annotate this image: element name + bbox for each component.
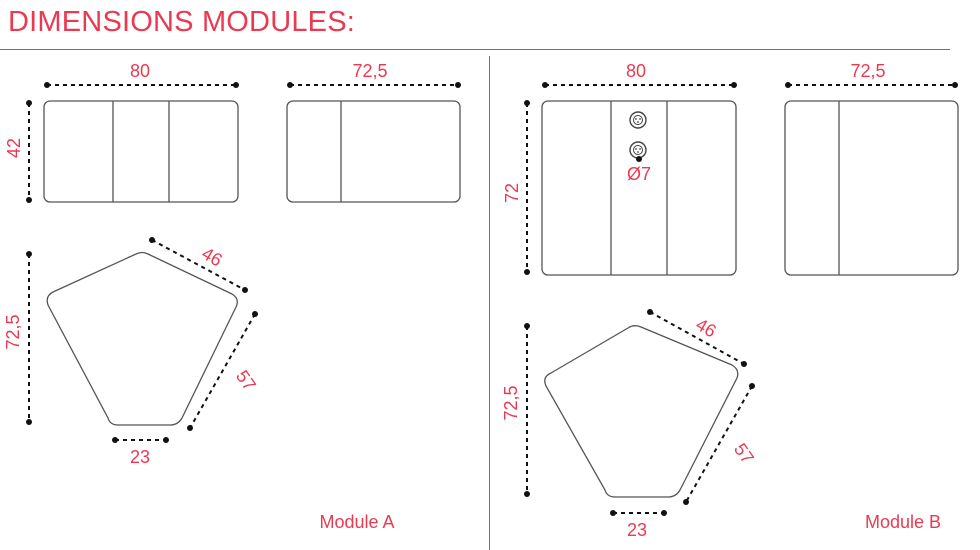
- module-b-front-view: [541, 100, 737, 276]
- module-b-pentagon-top-side-label: 46: [692, 314, 719, 341]
- module-b-pentagon-bottom-label: 23: [627, 520, 647, 540]
- module-a-front-outline: [43, 100, 239, 203]
- module-b-label: Module B: [865, 512, 941, 532]
- module-b-pentagon-height-label: 72,5: [501, 385, 521, 420]
- module-b-pentagon-right-side-dimension: 57: [683, 383, 758, 505]
- module-b-side-outline: [784, 100, 959, 276]
- title-underline: [0, 49, 950, 50]
- module-b-height-dimension: 72: [502, 100, 530, 275]
- module-a-pentagon-bottom-dimension: 23: [112, 437, 169, 467]
- module-b-width-dimension: 80: [542, 61, 737, 88]
- module-b-side-width-dimension: 72,5: [785, 61, 958, 88]
- module-a-side-width-dimension: 72,5: [287, 61, 461, 88]
- module-a-pentagon-outline: [46, 251, 238, 426]
- module-a-front-view: [43, 100, 239, 203]
- module-b-pentagon-outline: [544, 325, 739, 498]
- module-b-side-width-label: 72,5: [850, 61, 885, 81]
- module-a-pentagon-top-side-dimension: 46: [149, 237, 248, 293]
- module-a-side-outline: [286, 100, 461, 203]
- page-title: DIMENSIONS MODULES:: [8, 6, 356, 38]
- module-a-pentagon-bottom-label: 23: [130, 447, 150, 467]
- module-a-height-label: 42: [4, 138, 24, 158]
- module-b-front-outline: [541, 100, 737, 276]
- module-b-pentagon-top-side-dimension: 46: [647, 309, 747, 367]
- module-a-label: Module A: [319, 512, 394, 532]
- module-b-hole-diameter-label: Ø7: [627, 164, 651, 184]
- module-a-pentagon-height-dimension: 72,5: [3, 251, 32, 425]
- module-a-pentagon-height-label: 72,5: [3, 314, 23, 349]
- module-divider: [489, 56, 490, 550]
- connector-icon: [629, 111, 647, 129]
- module-b-pentagon-bottom-dimension: 23: [610, 510, 667, 540]
- module-a-pentagon-right-side-label: 57: [232, 367, 260, 395]
- module-a-side-width-label: 72,5: [352, 61, 387, 81]
- module-a: 80 42 72,5 72,5: [3, 61, 461, 532]
- connector-icon: [629, 141, 647, 159]
- module-b-height-label: 72: [502, 183, 522, 203]
- module-a-width-dimension: 80: [44, 61, 239, 88]
- module-b-width-label: 80: [626, 61, 646, 81]
- module-a-side-view: [286, 100, 461, 203]
- hole-marker: [636, 156, 642, 162]
- module-a-width-label: 80: [130, 61, 150, 81]
- module-b-pentagon-height-dimension: 72,5: [501, 323, 530, 497]
- module-b-side-view: [784, 100, 959, 276]
- module-b-pentagon-right-side-label: 57: [730, 440, 758, 468]
- module-a-pentagon-right-side-dimension: 57: [187, 311, 260, 431]
- module-a-height-dimension: 42: [4, 100, 32, 203]
- module-b: Ø7 80 72 72,5 7: [501, 61, 959, 540]
